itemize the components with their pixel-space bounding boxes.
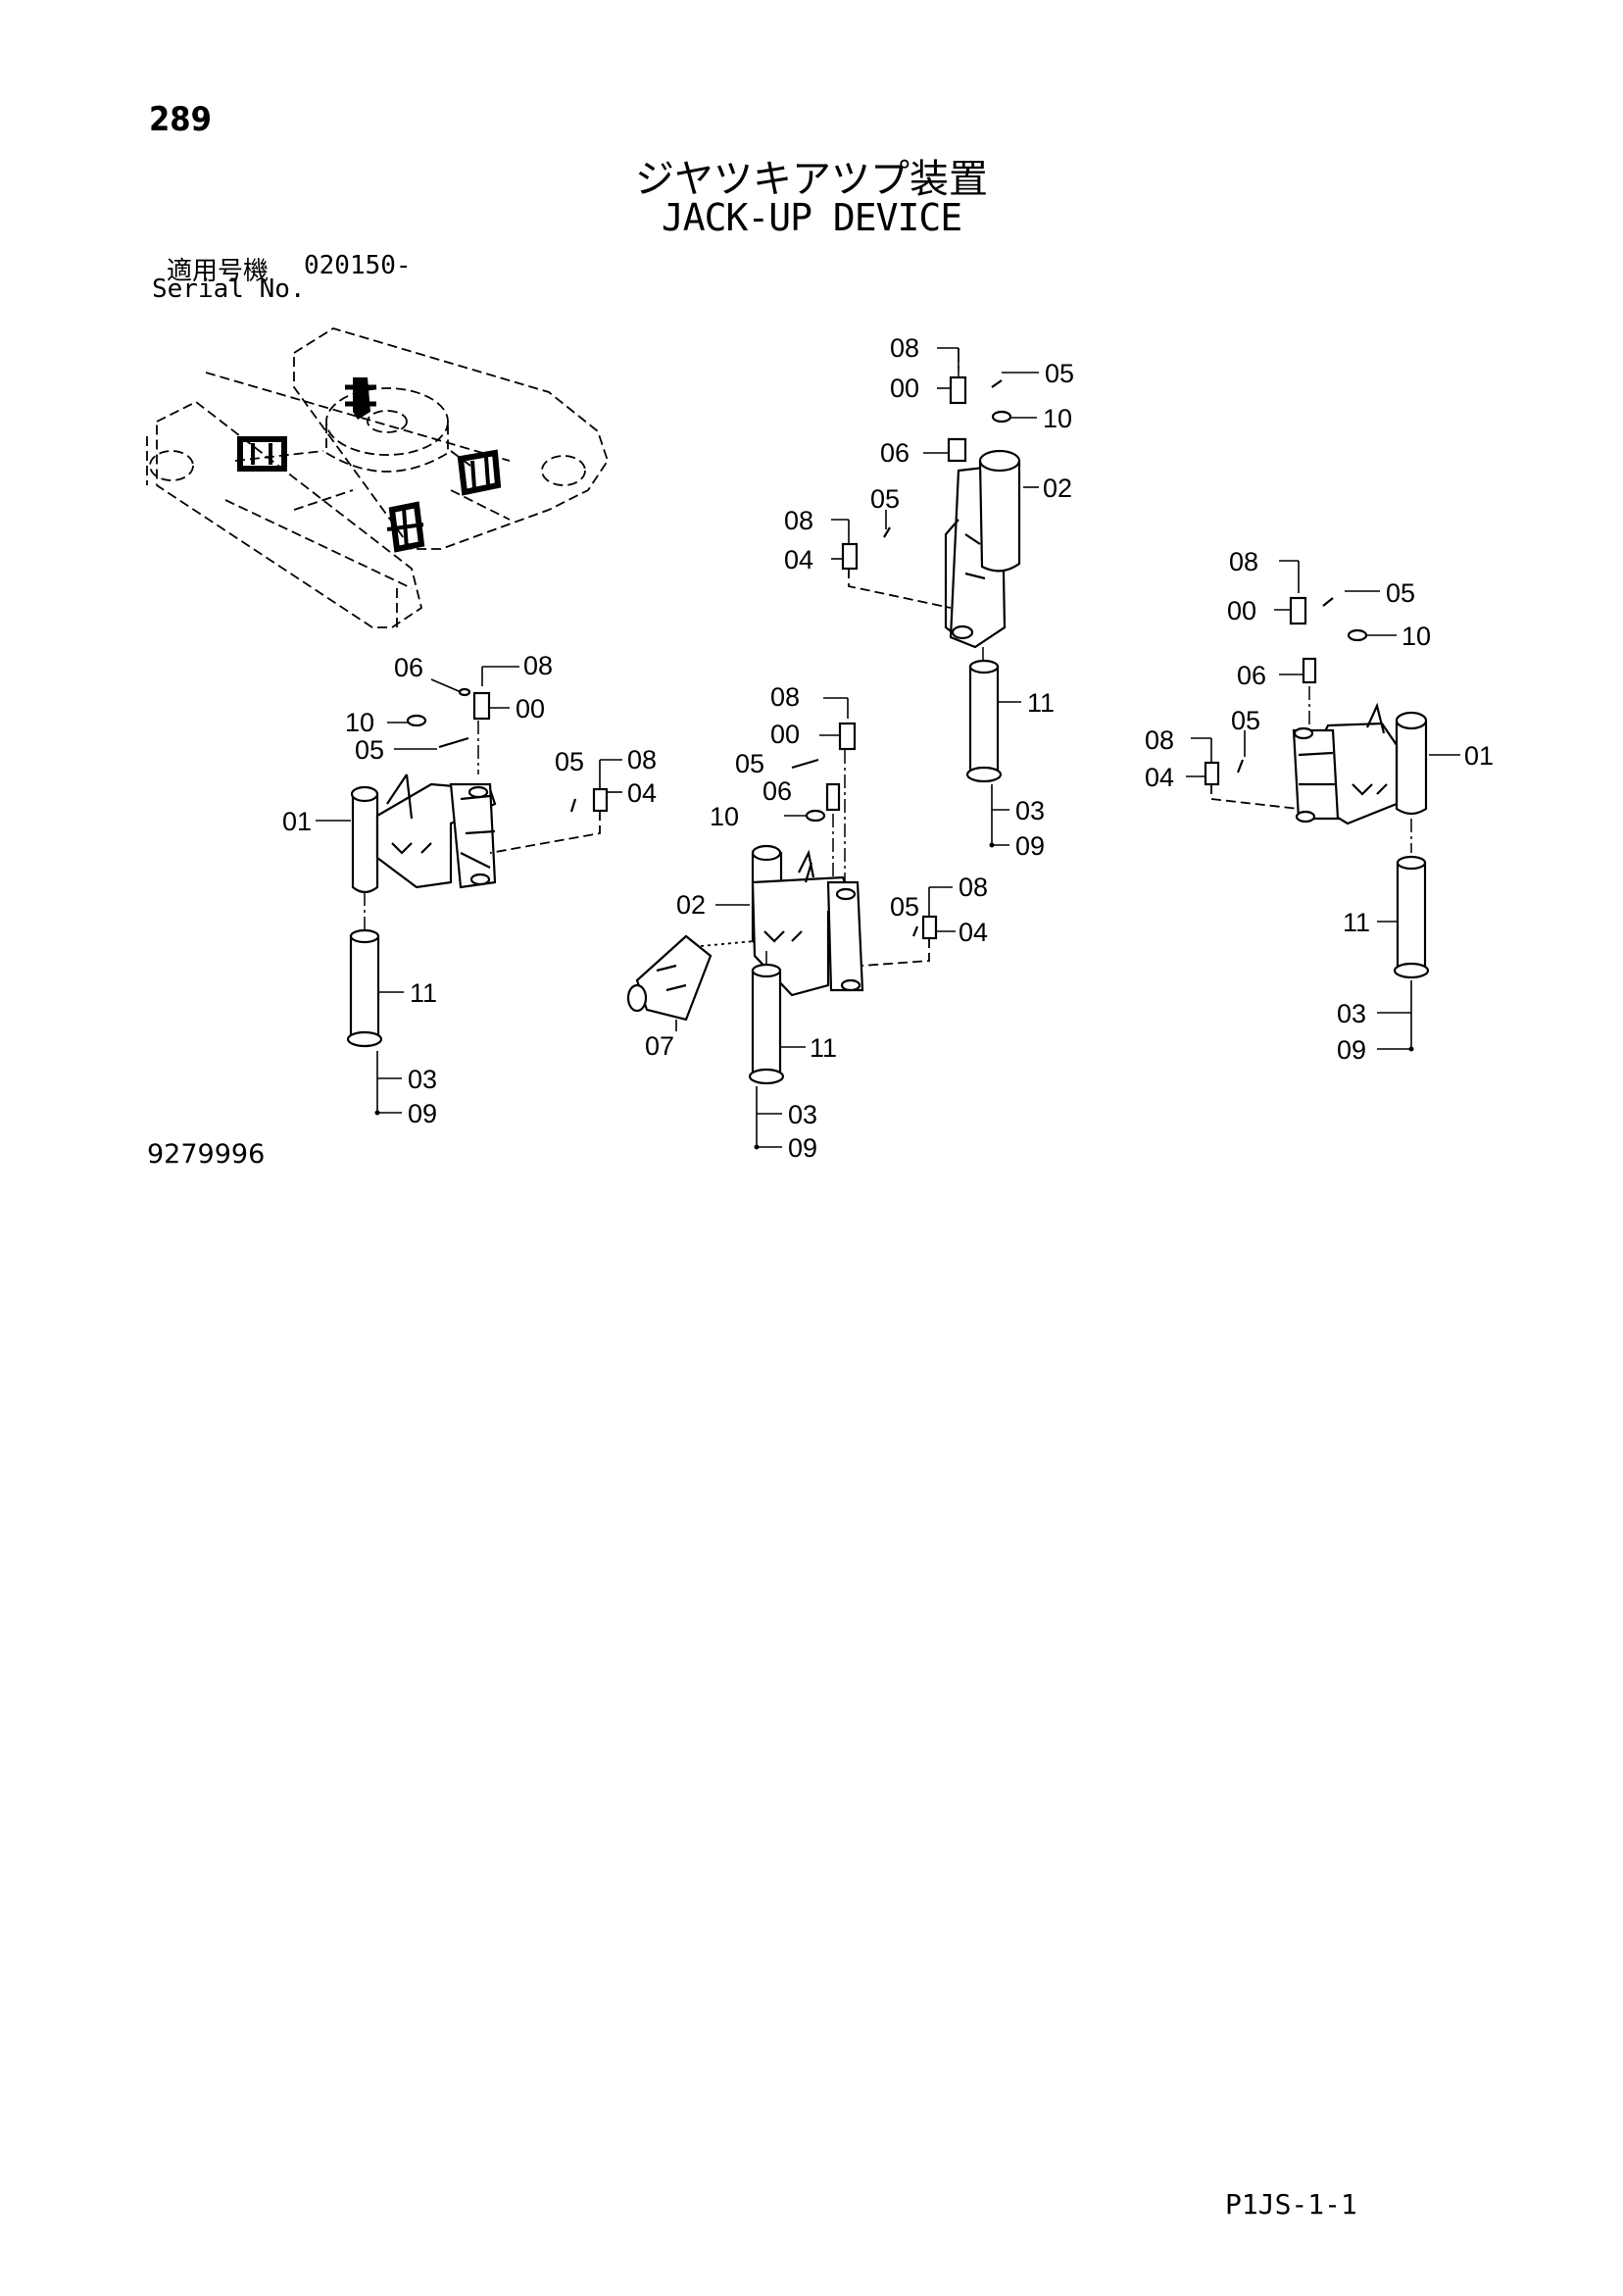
pin-part-04-right [1204, 761, 1220, 786]
callout-label: 05 [890, 892, 919, 922]
cylinder-part-11-right [1396, 861, 1427, 973]
pin-part-00-center [838, 722, 857, 751]
callout-label: 02 [1043, 474, 1072, 503]
pin-part-00-right [1289, 596, 1307, 625]
serial-label-english: Serial No. [152, 275, 306, 304]
washer-part-10-center [805, 809, 826, 823]
callout-label: 01 [282, 807, 312, 836]
page-number: 289 [149, 100, 212, 139]
title-japanese: ジヤツキアツプ装置 [635, 157, 988, 202]
callout-label: 05 [1231, 706, 1260, 735]
callout-label: 10 [1043, 404, 1072, 433]
callout-label: 04 [1145, 763, 1174, 792]
callout-label: 06 [1237, 661, 1266, 690]
callout-label: 05 [870, 484, 900, 514]
pin-part-04-center [921, 915, 938, 940]
callout-label: 03 [1337, 999, 1366, 1028]
jack-assembly-left [316, 666, 622, 1116]
callouts-center: 08 00 05 06 10 02 05 08 04 07 11 03 09 [645, 682, 988, 1163]
callout-label: 08 [770, 682, 800, 712]
undercarriage-overview [146, 327, 609, 628]
callout-label: 06 [880, 438, 910, 468]
serial-value: 020150- [304, 251, 412, 280]
title-english: JACK-UP DEVICE [661, 196, 962, 239]
jack-assembly-top-center [831, 347, 1039, 848]
callout-label: 05 [555, 747, 584, 776]
callout-label: 05 [1045, 359, 1074, 388]
callout-label: 08 [890, 333, 919, 363]
callout-label: 11 [1343, 908, 1370, 937]
callout-label: 09 [1337, 1035, 1366, 1065]
cover-part-07 [635, 934, 713, 1022]
callout-label: 11 [410, 978, 437, 1008]
callout-label: 02 [676, 890, 706, 920]
callout-label: 05 [735, 749, 764, 778]
callout-label: 09 [1015, 831, 1045, 861]
callout-label: 00 [516, 694, 545, 724]
callouts-right: 08 00 05 10 06 08 05 04 01 11 03 09 [1145, 547, 1494, 1065]
callout-label: 00 [1227, 596, 1256, 625]
grease-fitting-part-06-center [825, 782, 841, 812]
callout-label: 00 [890, 374, 919, 403]
callout-label: 05 [1386, 578, 1415, 608]
callout-label: 00 [770, 720, 800, 749]
jack-assembly-center [626, 697, 956, 1150]
washer-part-10-right [1347, 628, 1368, 642]
callout-label: 04 [784, 545, 813, 574]
washer-part-10 [991, 410, 1012, 424]
jack-assembly-right [1186, 560, 1460, 1052]
callout-label: 06 [762, 776, 792, 806]
callout-label: 09 [408, 1099, 437, 1128]
jack-bracket-thumbnail-right [457, 449, 502, 496]
callout-label: 10 [345, 708, 374, 737]
callout-label: 08 [1145, 725, 1174, 755]
bracket-part-01-left [351, 787, 379, 894]
callouts-top-center: 08 00 05 10 06 02 08 05 04 11 03 09 [784, 333, 1074, 861]
cylinder-part-11 [968, 665, 1000, 776]
callout-label: 10 [1402, 622, 1431, 651]
pin-part-04-left [592, 787, 609, 813]
washer-part-10-left [406, 714, 427, 727]
callout-label: 08 [523, 651, 553, 680]
callout-label: 03 [408, 1065, 437, 1094]
callout-label: 05 [355, 735, 384, 765]
grease-fitting-part-06-right [1302, 657, 1317, 684]
cylinder-part-11-left [349, 934, 380, 1041]
callout-label: 08 [959, 873, 988, 902]
cylinder-part-11-center [751, 969, 782, 1078]
callout-label: 04 [959, 918, 988, 947]
callout-label: 08 [784, 506, 813, 535]
callout-label: 08 [1229, 547, 1258, 576]
pin-part-04 [841, 542, 859, 571]
jack-bracket-thumbnail-rear [386, 501, 425, 553]
callout-label: 03 [788, 1100, 817, 1129]
sheet-code: P1JS-1-1 [1225, 2188, 1357, 2221]
callout-label: 04 [627, 778, 657, 808]
callout-label: 09 [788, 1133, 817, 1163]
figure-number: 9279996 [147, 1139, 266, 1170]
pin-part-00-left [472, 691, 491, 721]
jack-bracket-thumbnail-left [237, 436, 287, 472]
callout-label: 07 [645, 1031, 674, 1061]
callout-label: 11 [810, 1033, 837, 1063]
callout-label: 08 [627, 745, 657, 774]
callouts-left: 06 08 10 00 05 05 08 04 01 11 03 09 [282, 651, 657, 1128]
grease-fitting-part-06 [947, 437, 967, 463]
bracket-part-01-right [1395, 714, 1428, 816]
callout-label: 10 [710, 802, 739, 831]
pin-part-00 [949, 375, 967, 405]
callout-label: 01 [1464, 741, 1494, 771]
callout-label: 11 [1027, 688, 1055, 718]
serial-label-japanese: 適用号機 [167, 257, 270, 286]
callout-label: 03 [1015, 796, 1045, 825]
jack-bracket-thumbnail-front [345, 377, 376, 420]
callout-label: 06 [394, 653, 423, 682]
